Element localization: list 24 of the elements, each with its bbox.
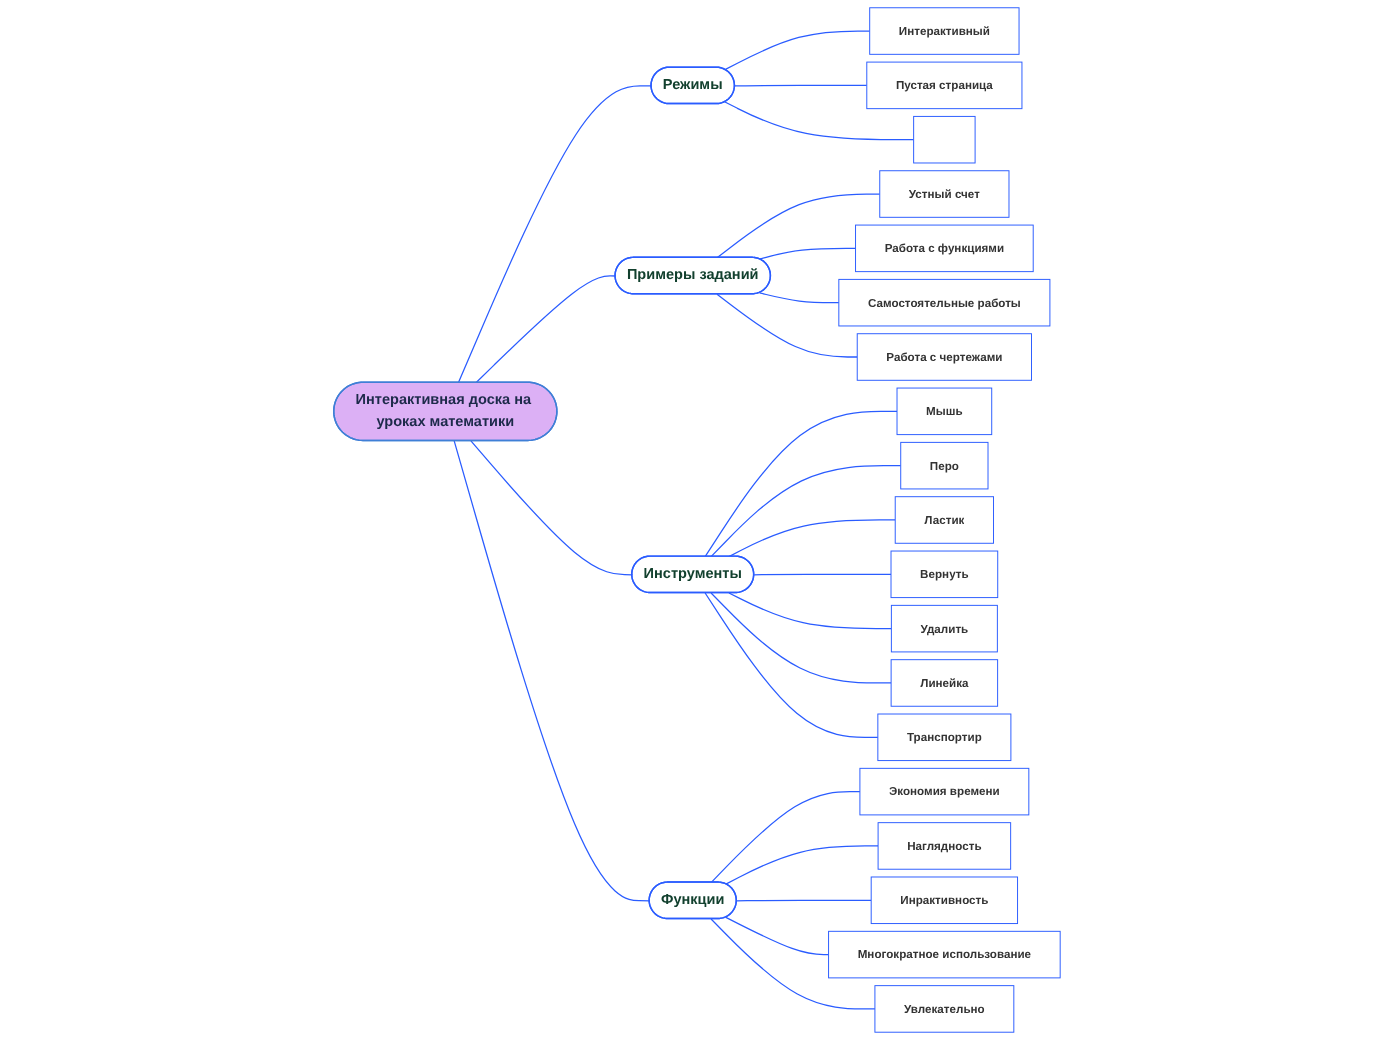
connector [727, 592, 892, 630]
connector [715, 293, 857, 358]
connector [727, 519, 895, 558]
connector [723, 101, 914, 141]
connector [452, 440, 650, 902]
node-line [912, 115, 975, 164]
connector [723, 30, 870, 71]
connector [474, 275, 616, 384]
connector [709, 791, 860, 884]
connector [703, 592, 878, 738]
connector [715, 193, 880, 259]
connector [709, 592, 891, 684]
connector [733, 84, 867, 87]
connector [709, 918, 875, 1010]
connector [735, 899, 871, 902]
connector [752, 573, 891, 576]
connector [757, 292, 839, 304]
connector [724, 845, 878, 885]
connector [724, 916, 829, 956]
connector [703, 410, 897, 558]
connector [757, 247, 856, 260]
connector [469, 440, 632, 576]
connector [456, 85, 652, 384]
connector [709, 465, 901, 558]
